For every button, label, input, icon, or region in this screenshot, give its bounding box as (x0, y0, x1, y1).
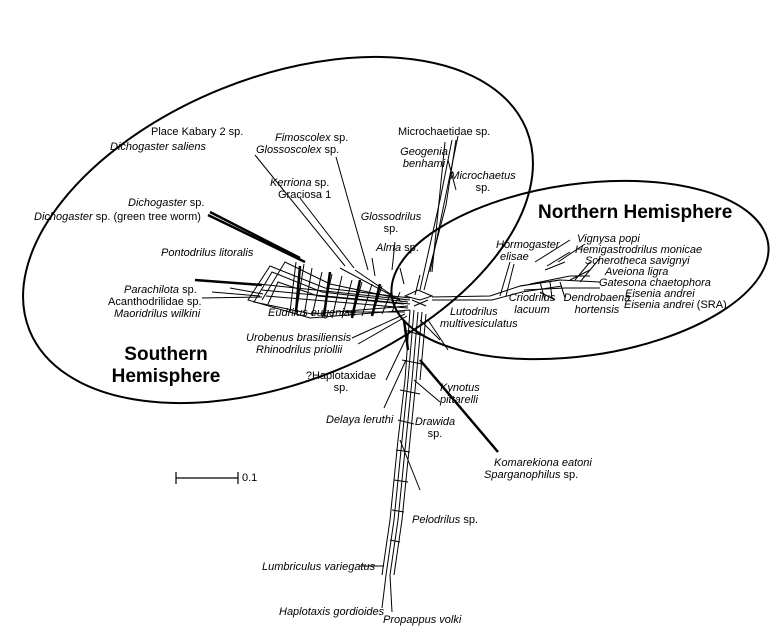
taxon-drawida-genus: Drawida (414, 416, 456, 428)
taxon-dichogaster-sp: Dichogaster sp. (128, 197, 205, 209)
taxon-microchaetus: Microchaetus sp. (448, 170, 518, 194)
taxon-drawida: Drawida sp. (410, 416, 460, 440)
taxon-microchaetus-genus: Microchaetus (450, 170, 516, 182)
basal-branch-bundle (360, 309, 449, 613)
taxon-dichogaster-saliens: Dichogaster saliens (110, 141, 206, 153)
taxon-dendrobaena: Dendrobaena hortensis (562, 292, 632, 316)
southern-label-line1: Southern (124, 344, 208, 365)
southern-label-line2: Hemisphere (111, 366, 221, 387)
southern-heavy-pendants (194, 210, 306, 287)
taxon-kynotus-genus: Kynotus (440, 382, 480, 394)
taxon-kerriona: Kerriona sp. (270, 177, 330, 189)
northern-network-bundle (431, 239, 601, 301)
southern-hemisphere-ellipse (22, 55, 534, 405)
scale-bar (175, 472, 239, 484)
taxon-scherotheca: Scherotheca savignyi (585, 255, 690, 267)
taxon-eisenia-andrei: Eisenia andrei (625, 288, 695, 300)
northern-hemisphere-label: Northern Hemisphere (538, 202, 733, 223)
taxon-fimoscolex: Fimoscolex sp. (275, 132, 349, 144)
taxon-microchaetidae: Microchaetidae sp. (398, 126, 491, 138)
taxon-kynotus-species: pittarelli (440, 394, 478, 406)
taxon-delaya: Delaya leruthi (326, 414, 394, 426)
taxon-acanthodrilidae: Acanthodrilidae sp. (108, 296, 202, 308)
taxon-glossodrilus-genus: Glossodrilus (360, 211, 422, 223)
taxon-geogenia: Geogenia benhami (394, 146, 454, 170)
taxon-pelodrilus: Pelodrilus sp. (412, 514, 479, 526)
taxon-maoridrilus: Maoridrilus wilkini (114, 308, 201, 320)
taxon-hormogaster-species: elisae (500, 251, 529, 263)
taxon-hemigastrodrilus: Hemigastrodrilus monicae (575, 244, 703, 256)
taxon-criodrilus: Criodrilus lacuum (502, 292, 562, 316)
taxon-lutodrilus-species: multivesiculatus (440, 318, 518, 330)
taxon-drawida-sp: sp. (427, 428, 443, 440)
taxon-eisenia-sra-tag: (SRA) (693, 299, 727, 311)
taxon-gatesona: Gatesona chaetophora (599, 277, 711, 289)
scale-bar-label: 0.1 (242, 472, 258, 484)
southern-hemisphere-label: Southern Hemisphere (96, 344, 236, 388)
taxon-geogenia-species: benhami (402, 158, 446, 170)
taxon-sparganophilus: Sparganophilus sp. (484, 469, 579, 481)
taxon-eisenia-sra-name: Eisenia andrei (624, 299, 694, 311)
microchaetidae-edges (419, 139, 457, 291)
taxon-dgtw-rest: sp. (green tree worm) (92, 211, 201, 223)
taxon-haplotaxidae-name: ?Haplotaxidae (305, 370, 377, 382)
taxon-place-kabary: Place Kabary 2 sp. (151, 126, 244, 138)
taxon-parachilota: Parachilota sp. (124, 284, 197, 296)
southern-network-bundle (247, 261, 411, 319)
taxon-dichogaster-green-tree-worm: Dichogaster sp. (green tree worm) (34, 211, 201, 223)
taxon-criodrilus-species: lacuum (514, 304, 550, 316)
taxon-glossoscolex: Glossoscolex sp. (256, 144, 340, 156)
taxon-vignysa: Vignysa popi (577, 233, 640, 245)
taxon-lumbriculus: Lumbriculus variegatus (262, 561, 376, 573)
taxon-dendrobaena-genus: Dendrobaena (563, 292, 631, 304)
taxon-komarekiona: Komarekiona eatoni (494, 457, 592, 469)
taxon-glossodrilus-sp: sp. (383, 223, 399, 235)
taxon-haplotaxis: Haplotaxis gordioides (279, 606, 385, 618)
taxon-rhinodrilus: Rhinodrilus priollii (256, 344, 343, 356)
taxon-haplotaxidae-sp: sp. (333, 382, 349, 394)
taxon-pontodrilus: Pontodrilus litoralis (161, 247, 254, 259)
taxon-eisenia-andrei-sra: Eisenia andrei (SRA) (624, 299, 727, 311)
southern-network-heavy-edges (294, 265, 382, 319)
taxon-hormogaster-genus: Hormogaster (496, 239, 560, 251)
taxon-urobenus: Urobenus brasiliensis (246, 332, 352, 344)
northern-hemisphere-ellipse (390, 179, 770, 361)
taxon-eudrilus: Eudrilus eugeniae (268, 307, 357, 319)
taxon-alma: Alma sp. (376, 242, 419, 254)
basal-heavy-edges (402, 319, 499, 453)
taxon-graciosa: Graciosa 1 (278, 189, 332, 201)
taxon-dendrobaena-species: hortensis (574, 304, 620, 316)
taxon-dgtw-genus: Dichogaster (34, 211, 93, 223)
taxon-microchaetus-sp: sp. (475, 182, 491, 194)
taxon-haplotaxidae: ?Haplotaxidae sp. (296, 370, 386, 394)
taxon-lutodrilus: Lutodrilus multivesiculatus (440, 306, 518, 330)
central-hub (403, 289, 434, 307)
taxon-propappus: Propappus volki (383, 614, 462, 626)
taxon-hormogaster: Hormogaster elisae (496, 239, 560, 263)
taxon-aveiona: Aveiona ligra (605, 266, 669, 278)
taxon-kynotus: Kynotus pittarelli (440, 382, 480, 406)
taxon-criodrilus-genus: Criodrilus (508, 292, 556, 304)
taxon-geogenia-genus: Geogenia (400, 146, 448, 158)
taxon-lutodrilus-genus: Lutodrilus (449, 306, 498, 318)
taxon-glossodrilus: Glossodrilus sp. (356, 211, 426, 235)
